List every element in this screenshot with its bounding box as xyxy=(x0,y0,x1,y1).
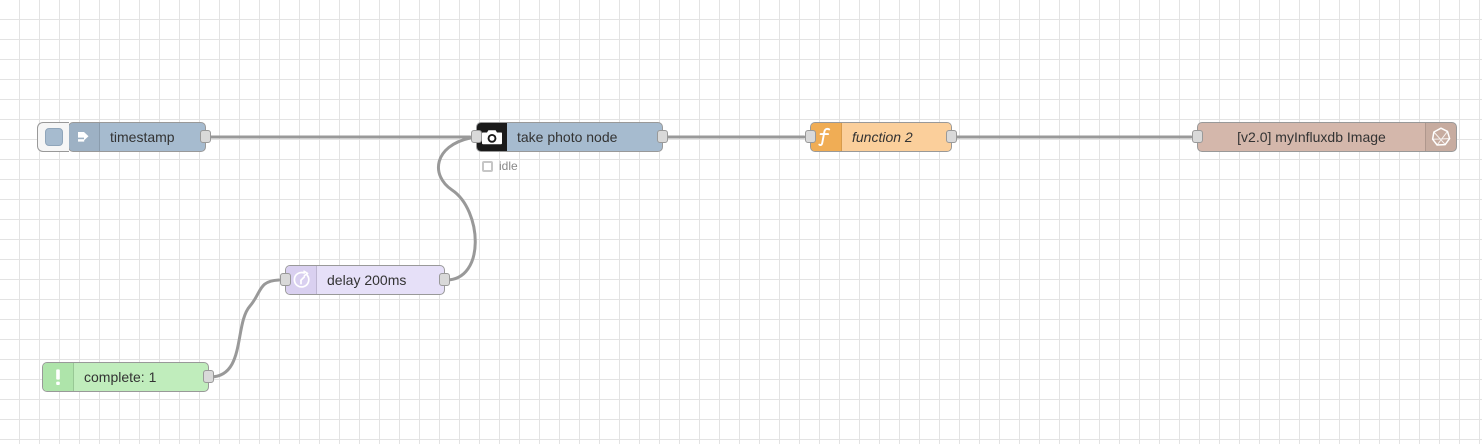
node-function-2[interactable]: function 2 xyxy=(805,122,957,152)
node-label-influxdb-image: [v2.0] myInfluxdb Image xyxy=(1237,129,1386,145)
port-input-function-2[interactable] xyxy=(805,130,816,143)
wire-delay-to-photo xyxy=(436,136,477,282)
inject-trigger-button[interactable] xyxy=(37,122,69,152)
inject-button-knob xyxy=(44,128,63,146)
port-output-complete-1[interactable] xyxy=(203,370,214,383)
port-input-delay-200ms[interactable] xyxy=(280,273,291,286)
port-output-function-2[interactable] xyxy=(946,130,957,143)
port-input-take-photo[interactable] xyxy=(471,130,482,143)
port-output-delay-200ms[interactable] xyxy=(439,273,450,286)
status-square-icon xyxy=(482,160,493,172)
node-label-take-photo: take photo node xyxy=(517,129,618,145)
node-influxdb-image[interactable]: [v2.0] myInfluxdb Image xyxy=(1192,122,1457,152)
function-f-icon xyxy=(811,123,842,151)
status-take-photo: idle xyxy=(482,159,518,173)
node-inject-timestamp[interactable]: timestamp xyxy=(37,122,211,152)
wire-complete-to-delay xyxy=(208,278,281,379)
port-output-take-photo[interactable] xyxy=(657,130,668,143)
status-text: idle xyxy=(499,159,518,173)
influxdb-logo-icon xyxy=(1425,123,1456,151)
timer-clock-icon xyxy=(286,266,317,294)
node-take-photo[interactable]: take photo node xyxy=(471,122,668,152)
inject-arrow-icon xyxy=(69,123,100,151)
port-input-influxdb-image[interactable] xyxy=(1192,130,1203,143)
node-label-delay-200ms: delay 200ms xyxy=(327,272,407,288)
node-label-timestamp: timestamp xyxy=(110,129,175,145)
node-label-complete-1: complete: 1 xyxy=(84,369,157,385)
node-complete-1[interactable]: complete: 1 xyxy=(42,362,214,392)
node-label-function-2: function 2 xyxy=(842,123,951,151)
camera-icon xyxy=(477,123,507,151)
exclamation-icon xyxy=(43,363,74,391)
port-output-timestamp[interactable] xyxy=(200,130,211,143)
node-delay-200ms[interactable]: delay 200ms xyxy=(280,265,450,295)
